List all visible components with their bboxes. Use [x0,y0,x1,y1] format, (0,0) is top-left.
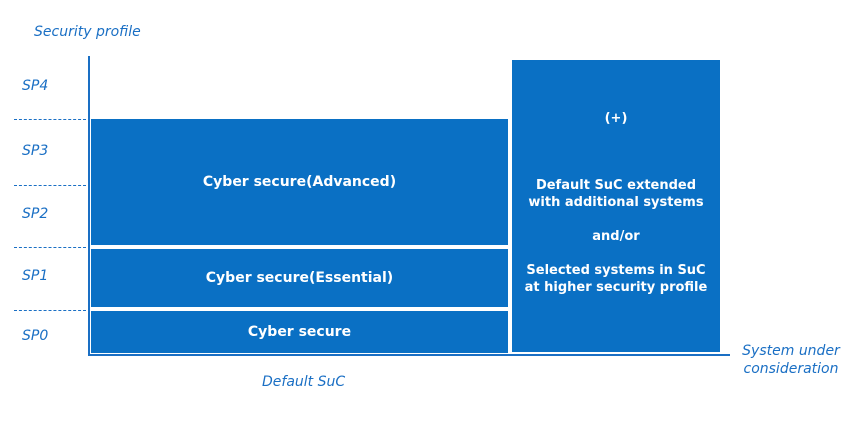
box-cyber-secure-essential: Cyber secure(Essential) [91,249,508,307]
default-suc-label: Default SuC [262,374,346,390]
box-cyber-secure: Cyber secure [91,311,508,353]
box-label: Cyber secure(Essential) [205,270,394,286]
x-axis-line [88,354,730,356]
level-divider [14,119,86,120]
box-cyber-secure-advanced: Cyber secure(Advanced) [91,119,508,245]
box-label: Cyber secure(Advanced) [202,174,397,190]
y-axis-line [88,56,90,356]
extended-text-line: at higher security profile [524,280,708,295]
level-divider [14,185,86,186]
box-label: Cyber secure [247,324,352,340]
extended-text-line: Selected systems in SuC [526,263,706,278]
level-label-sp4: SP4 [22,78,49,94]
plus-label: (+) [604,111,628,126]
level-divider [14,310,86,311]
extended-text-line: Default SuC extended [535,178,697,193]
level-label-sp0: SP0 [22,328,49,344]
level-label-sp1: SP1 [22,268,49,284]
extended-text-line: with additional systems [528,195,704,210]
level-label-sp3: SP3 [22,143,49,159]
andor-label: and/or [592,229,640,244]
level-label-sp2: SP2 [22,206,49,222]
x-axis-label: System under consideration [742,343,840,377]
level-divider [14,247,86,248]
box-extended-suc: (+) Default SuC extended with additional… [512,60,720,352]
y-axis-label: Security profile [34,24,141,40]
